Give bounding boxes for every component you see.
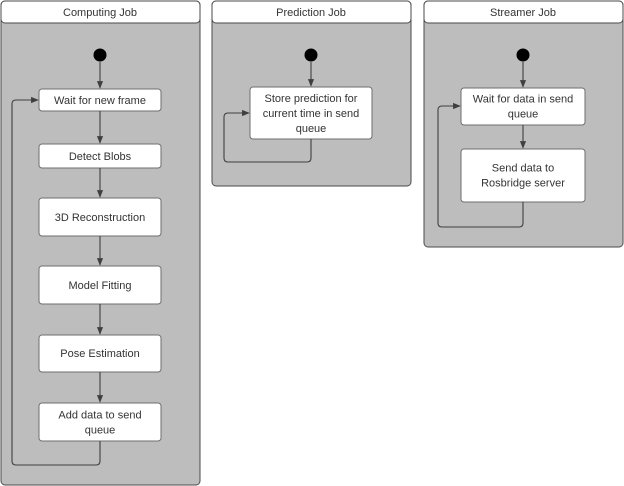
node-label: Send data to Rosbridge server [481, 163, 565, 190]
node-add-data-to-send-queue: Add data to send queue [38, 402, 162, 442]
node-label-line: Rosbridge server [481, 178, 565, 190]
lane-header [423, 0, 624, 24]
lane-header [211, 0, 412, 24]
node-detect-blobs: Detect Blobs [38, 143, 162, 169]
node-label: Wait for data in send queue [473, 94, 573, 121]
node-label: Wait for new frame [54, 95, 146, 107]
node-label-line: Wait for data in send [473, 94, 573, 106]
node-model-fitting: Model Fitting [38, 265, 162, 305]
initial-node [93, 48, 107, 62]
node-label-line: queue [85, 425, 116, 437]
node-wait-for-data: Wait for data in send queue [460, 87, 586, 126]
node-label-line: Pose Estimation [60, 348, 139, 360]
lane-prediction-job: Prediction Job Store prediction for curre… [211, 0, 412, 187]
node-send-data-rosbridge: Send data to Rosbridge server [460, 148, 586, 203]
node-label: Add data to send queue [58, 410, 141, 437]
node-label-line: Detect Blobs [69, 151, 132, 163]
node-label: Model Fitting [69, 280, 132, 292]
node-label-line: queue [296, 123, 327, 135]
node-label-line: Store prediction for [265, 93, 358, 105]
lane-title: Prediction Job [276, 7, 346, 19]
lane-title: Streamer Job [490, 7, 556, 19]
edge-loop-back-to-wait-frame [11, 96, 101, 466]
node-pose-estimation: Pose Estimation [38, 334, 162, 373]
node-label: Pose Estimation [60, 348, 139, 360]
lane-header [0, 0, 201, 24]
node-label: Store prediction for current time in send… [263, 93, 360, 135]
node-label: 3D Reconstruction [55, 212, 146, 224]
node-3d-reconstruction: 3D Reconstruction [38, 197, 162, 237]
lane-title: Computing Job [63, 7, 137, 19]
node-wait-for-new-frame: Wait for new frame [38, 88, 162, 112]
node-label-line: current time in send [263, 108, 360, 120]
node-store-prediction: Store prediction for current time in send… [249, 86, 373, 140]
node-label-line: Add data to send [58, 410, 141, 422]
initial-node [304, 48, 318, 62]
initial-node [516, 48, 530, 62]
lane-computing-job: Computing Job Wait for new frame Detect … [0, 0, 201, 486]
node-label-line: Send data to [492, 163, 554, 175]
node-label-line: Model Fitting [69, 280, 132, 292]
edge-loop-back-to-wait-data [437, 102, 524, 228]
node-label-line: 3D Reconstruction [55, 212, 146, 224]
edge-loop-store-prediction [223, 109, 312, 163]
node-label-line: Wait for new frame [54, 95, 146, 107]
node-label: Detect Blobs [69, 151, 132, 163]
node-label-line: queue [508, 109, 539, 121]
